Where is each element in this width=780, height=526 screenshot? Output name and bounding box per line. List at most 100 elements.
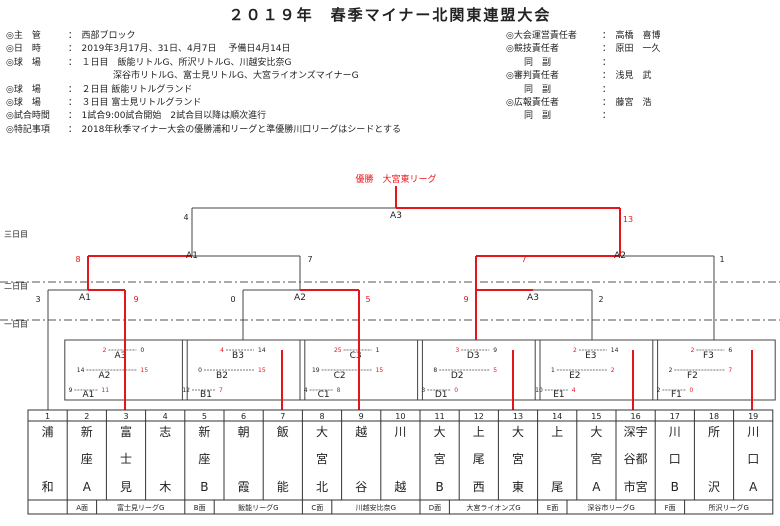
team-name-char: 大 — [316, 425, 328, 439]
group-venue: 大宮ライオンズG — [466, 503, 520, 512]
team-name-char: 市宮 — [624, 479, 648, 494]
match-label: F2 — [687, 371, 698, 381]
score: 4 — [572, 387, 576, 394]
team-name-char: 浦 — [42, 425, 54, 439]
score: 8 — [433, 367, 437, 374]
info-right-row: ◎競技責任者： 原田 一久 — [506, 43, 661, 56]
score: 15 — [376, 367, 384, 374]
info-left-label: ◎日 時 — [6, 44, 41, 55]
team-name-char: 川 — [394, 425, 406, 439]
team-name-char: 新 — [198, 424, 210, 439]
match-label: F3 — [703, 351, 714, 361]
team-number: 5 — [202, 412, 207, 421]
team-name-char: 上 — [551, 425, 563, 439]
info-left-value: ： 2019年3月17月、31日、4月7日 予備日4月14日 — [68, 44, 291, 55]
info-right-value: ： — [602, 84, 612, 95]
team-number: 8 — [319, 412, 324, 421]
score: 15 — [258, 367, 266, 374]
info-left-label: ◎主 管 — [6, 31, 41, 41]
info-left-value: ： ３日目 富士見リトルグランド — [68, 97, 202, 108]
match-label: B2 — [216, 371, 228, 381]
info-left-value: ： 西部ブロック — [68, 31, 136, 41]
info-left-row: ◎球 場： ３日目 富士見リトルグランド — [6, 97, 401, 110]
team-name-char: 越 — [355, 425, 367, 439]
group-name: C面 — [311, 504, 323, 512]
info-right-label: ◎審判責任者 — [506, 71, 559, 82]
group-name: D面 — [429, 504, 441, 512]
team-name-char: 大 — [590, 425, 602, 439]
info-left-label: ◎特記事項 — [6, 124, 50, 135]
score: 25 — [334, 347, 342, 354]
score: 0 — [230, 295, 235, 304]
team-name-char: 士 — [120, 452, 132, 466]
match-label: D3 — [467, 351, 480, 361]
team-number: 15 — [591, 412, 601, 421]
group-venue: 川越安比奈G — [356, 503, 396, 512]
score: 2 — [691, 347, 695, 354]
score: 3 — [421, 387, 425, 394]
team-name-char: 和 — [42, 480, 54, 494]
team-name-char: B — [435, 480, 443, 494]
day-label: 三日目 — [4, 230, 28, 239]
score: 15 — [140, 367, 148, 374]
info-right-value: ： 浅見 武 — [602, 71, 652, 82]
match-label: A1 — [186, 251, 198, 261]
score: 2 — [598, 295, 603, 304]
group-box — [181, 339, 306, 401]
page-title: ２０１９年 春季マイナー北関東連盟大会 — [228, 6, 552, 24]
team-name-char: 谷都 — [624, 452, 648, 466]
score: 2 — [103, 347, 107, 354]
group-venue: 所沢リーグG — [708, 503, 748, 512]
match-label: C3 — [350, 351, 362, 361]
team-name-char: 新 — [81, 424, 93, 439]
match-label: A1 — [82, 390, 94, 400]
team-name-char: 宮 — [512, 451, 524, 466]
team-name-char: 尾 — [473, 452, 485, 466]
team-number: 4 — [163, 412, 168, 421]
score: 3 — [455, 347, 459, 354]
group-venue: 富士見リーグG — [117, 503, 164, 512]
team-number: 16 — [631, 412, 641, 421]
team-number: 2 — [84, 412, 89, 421]
team-name-char: 谷 — [355, 480, 367, 494]
event-info-left: ◎主 管 ： 西部ブロック ◎日 時 ： 2019年3月17月、31日、4月7日 予備… — [6, 30, 401, 137]
info-right-row: 同 副： — [506, 110, 661, 123]
group-name: A面 — [76, 504, 88, 512]
score: 1 — [551, 367, 555, 374]
info-left-row: ◎試合時間 ： 1試合9:00試合開始 2試合目以降は順次進行 — [6, 110, 401, 123]
score: 0 — [689, 387, 693, 394]
team-number: 13 — [513, 412, 523, 421]
team-name-char: 木 — [159, 480, 171, 494]
score: 9 — [133, 295, 138, 304]
info-left-value: ： 2018年秋季マイナー大会の優勝浦和リーグと準優勝川口リーグはシードとする — [68, 124, 401, 135]
score: 11 — [101, 387, 109, 394]
match-label: A2 — [98, 371, 110, 381]
team-name-char: 西 — [473, 480, 485, 494]
team-name-char: 志 — [159, 425, 171, 439]
group-venue: 飯能リーグG — [238, 503, 278, 512]
info-left-label: ◎試合時間 — [6, 111, 50, 122]
info-right-label: 同 副 — [506, 57, 552, 68]
team-number: 19 — [748, 412, 758, 421]
score: 12 — [182, 387, 190, 394]
group-name: E面 — [547, 504, 558, 512]
info-left-label: ◎球 場 — [6, 84, 41, 95]
score: 8 — [75, 255, 80, 264]
score: 14 — [77, 367, 85, 374]
group-name: B面 — [194, 504, 206, 512]
team-name-char: 深宇 — [624, 425, 648, 439]
team-name-char: A — [592, 480, 601, 494]
team-name-char: B — [671, 480, 679, 494]
team-name-char: 霞 — [238, 480, 250, 494]
score: 3 — [35, 295, 40, 304]
score: 9 — [493, 347, 497, 354]
info-left-value: ： 1試合9:00試合開始 2試合目以降は順次進行 — [68, 111, 267, 122]
team-name-char: 東 — [512, 480, 524, 494]
team-name-char: 飯 — [277, 424, 289, 439]
team-name-char: 口 — [669, 452, 681, 466]
match-label: E3 — [585, 351, 596, 361]
info-right-row: ◎審判責任者 ： 浅見 武 — [506, 70, 661, 83]
info-right-value: ： — [602, 111, 612, 122]
score: 14 — [611, 347, 619, 354]
